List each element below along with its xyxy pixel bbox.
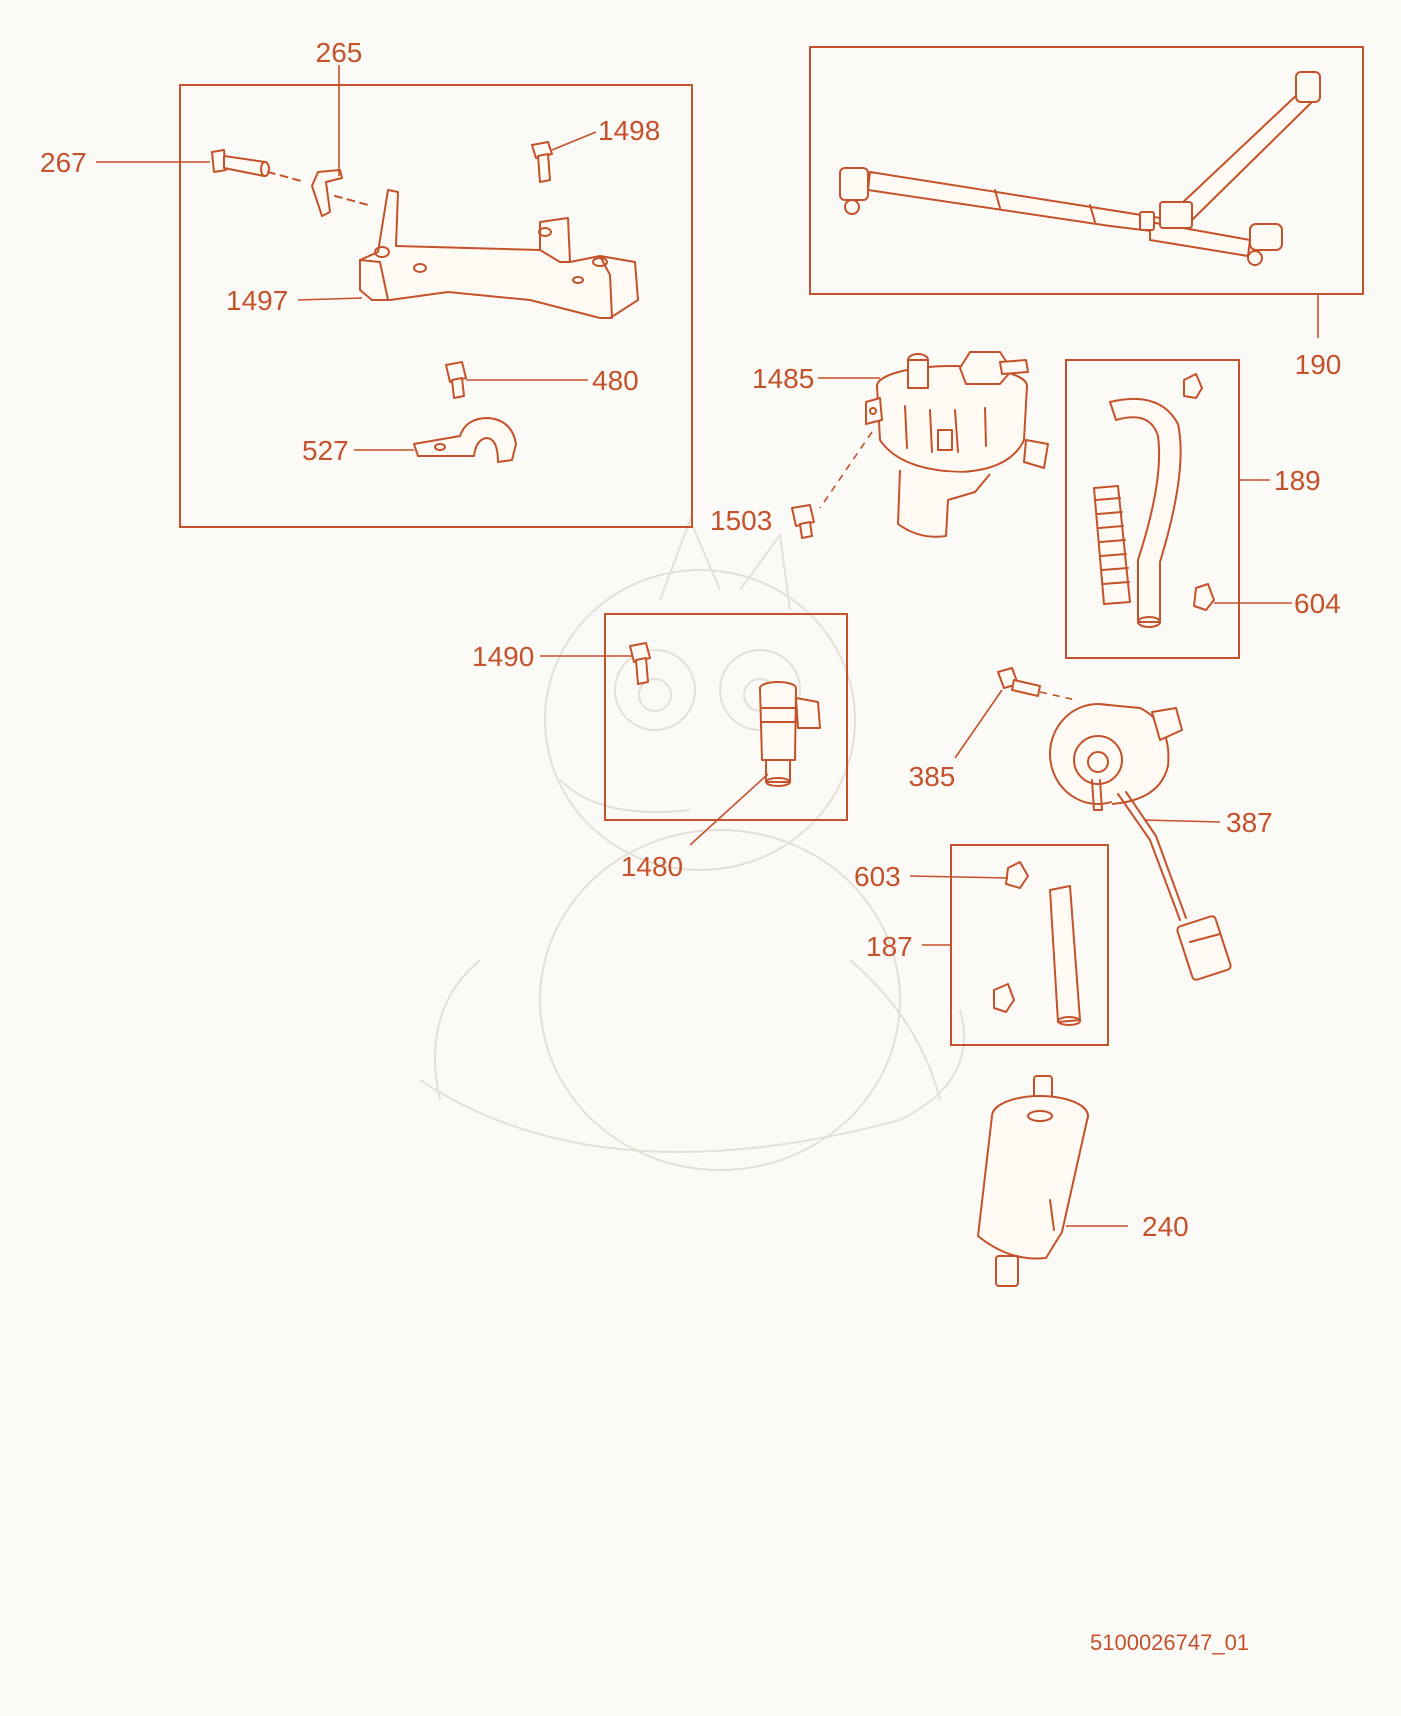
label-189: 189 bbox=[1274, 465, 1321, 496]
watermark-illustration bbox=[419, 517, 965, 1171]
label-265: 265 bbox=[316, 37, 363, 68]
label-387: 387 bbox=[1226, 807, 1273, 838]
screw-1503 bbox=[791, 504, 815, 539]
bolt-385 bbox=[997, 667, 1041, 697]
label-1485: 1485 bbox=[752, 363, 814, 394]
clip-265 bbox=[311, 169, 343, 217]
label-1497: 1497 bbox=[226, 285, 288, 316]
label-267: 267 bbox=[40, 147, 87, 178]
label-1480: 1480 bbox=[621, 851, 683, 882]
fuel-injector-1480 bbox=[759, 681, 821, 787]
label-1490: 1490 bbox=[472, 641, 534, 672]
screw-1503-axis bbox=[819, 431, 873, 509]
label-1498: 1498 bbox=[598, 115, 660, 146]
hose-kit-187 bbox=[993, 861, 1081, 1026]
bolt-480 bbox=[445, 361, 467, 399]
label-527: 527 bbox=[302, 435, 349, 466]
label-480: 480 bbox=[592, 365, 639, 396]
clip-265-axis bbox=[334, 195, 373, 207]
bracket-1497 bbox=[359, 189, 639, 319]
bolt-1498 bbox=[531, 141, 553, 183]
leader-lines bbox=[96, 65, 1319, 1227]
label-240: 240 bbox=[1142, 1211, 1189, 1242]
label-604: 604 bbox=[1294, 588, 1341, 619]
label-603: 603 bbox=[854, 861, 901, 892]
label-385: 385 bbox=[909, 761, 956, 792]
bolt-1490 bbox=[629, 642, 651, 685]
fuel-line-group-box bbox=[809, 46, 1364, 295]
injector-group-box bbox=[604, 613, 848, 821]
fuel-line-190 bbox=[839, 71, 1321, 266]
fuel-pump-387 bbox=[1049, 703, 1232, 981]
bracket-group-box bbox=[179, 84, 693, 528]
clamp-527 bbox=[413, 417, 517, 463]
label-1503: 1503 bbox=[710, 505, 772, 536]
bolt-267-axis bbox=[267, 171, 306, 183]
label-187: 187 bbox=[866, 931, 913, 962]
label-190: 190 bbox=[1295, 349, 1342, 380]
callout-labels: 265 267 1498 1497 480 527 190 1485 1503 … bbox=[40, 37, 1341, 1655]
fuel-filter-240 bbox=[977, 1075, 1089, 1287]
hose-kit-187-box bbox=[950, 844, 1109, 1046]
bolt-267 bbox=[211, 149, 270, 177]
document-id: 5100026747_01 bbox=[1090, 1630, 1249, 1655]
hose-kit-189 bbox=[1093, 373, 1215, 628]
hose-kit-189-box bbox=[1065, 359, 1240, 659]
bolt-385-axis bbox=[1039, 691, 1077, 701]
fuel-pump-module-1485 bbox=[865, 351, 1049, 538]
